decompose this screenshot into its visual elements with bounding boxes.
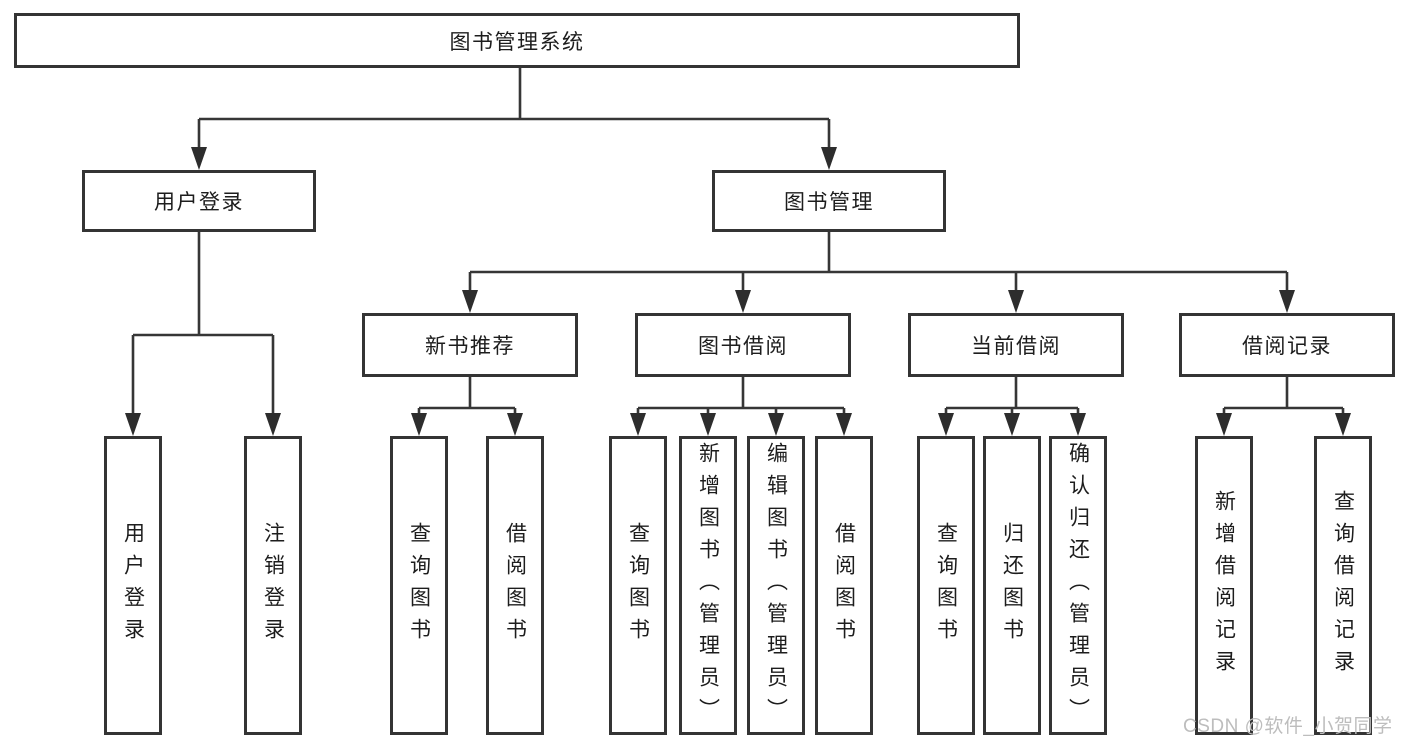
arrow-down-icon [125,413,141,436]
node-label: 查询图书 [626,521,650,650]
leaf-logout: 注销登录 [244,436,302,735]
connector-new-book-branch [411,377,523,436]
leaf-query-borrow-record: 查询借阅记录 [1314,436,1372,735]
arrow-down-icon [265,413,281,436]
arrow-down-icon [1279,290,1295,313]
arrow-down-icon [1070,413,1086,436]
leaf-user-login: 用户登录 [104,436,162,735]
node-label: 查询借阅记录 [1331,489,1355,682]
arrow-down-icon [821,147,837,170]
connector-current-borrow-branch [938,377,1086,436]
connector-root-to-level2 [191,68,837,170]
node-label: 用户登录 [154,191,244,214]
leaf-query-books-borrow: 查询图书 [609,436,667,735]
connector-book-management-branch [462,232,1295,313]
node-label: 用户登录 [121,521,145,650]
node-borrow-records: 借阅记录 [1179,313,1395,377]
node-label: 借阅图书 [832,521,856,650]
node-new-book-recommend: 新书推荐 [362,313,578,377]
arrow-down-icon [411,413,427,436]
node-current-borrow: 当前借阅 [908,313,1124,377]
arrow-down-icon [1008,290,1024,313]
connector-user-login-branch [125,232,281,436]
node-user-login: 用户登录 [82,170,316,232]
node-label: 借阅图书 [503,521,527,650]
node-label: 确认归还（管理员） [1066,441,1090,730]
leaf-borrow-books-recommend: 借阅图书 [486,436,544,735]
arrow-down-icon [507,413,523,436]
node-book-management: 图书管理 [712,170,946,232]
leaf-borrow-books: 借阅图书 [815,436,873,735]
arrow-down-icon [1004,413,1020,436]
node-label: 图书管理 [784,191,874,214]
leaf-query-books-recommend: 查询图书 [390,436,448,735]
node-label: 编辑图书（管理员） [764,441,788,730]
node-label: 注销登录 [261,521,285,650]
arrow-down-icon [1335,413,1351,436]
node-label: 新书推荐 [425,335,515,358]
arrow-down-icon [735,290,751,313]
node-label: 图书管理系统 [449,30,585,54]
arrow-down-icon [700,413,716,436]
arrow-down-icon [630,413,646,436]
node-label: 图书借阅 [698,335,788,358]
node-label: 新增图书（管理员） [696,441,720,730]
arrow-down-icon [768,413,784,436]
leaf-confirm-return-admin: 确认归还（管理员） [1049,436,1107,735]
leaf-add-books-admin: 新增图书（管理员） [679,436,737,735]
arrow-down-icon [462,290,478,313]
leaf-query-books-current: 查询图书 [917,436,975,735]
node-book-borrow: 图书借阅 [635,313,851,377]
leaf-return-books: 归还图书 [983,436,1041,735]
node-label: 查询图书 [934,521,958,650]
connector-book-borrow-branch [630,377,852,436]
arrow-down-icon [191,147,207,170]
arrow-down-icon [1216,413,1232,436]
csdn-watermark: CSDN @软件_小贺同学 [1183,716,1393,737]
arrow-down-icon [836,413,852,436]
node-root-system: 图书管理系统 [14,13,1020,68]
node-label: 新增借阅记录 [1212,489,1236,682]
leaf-add-borrow-record: 新增借阅记录 [1195,436,1253,735]
leaf-edit-books-admin: 编辑图书（管理员） [747,436,805,735]
node-label: 借阅记录 [1242,335,1332,358]
connector-borrow-records-branch [1216,377,1351,436]
node-label: 查询图书 [407,521,431,650]
node-label: 当前借阅 [971,335,1061,358]
arrow-down-icon [938,413,954,436]
node-label: 归还图书 [1000,521,1024,650]
